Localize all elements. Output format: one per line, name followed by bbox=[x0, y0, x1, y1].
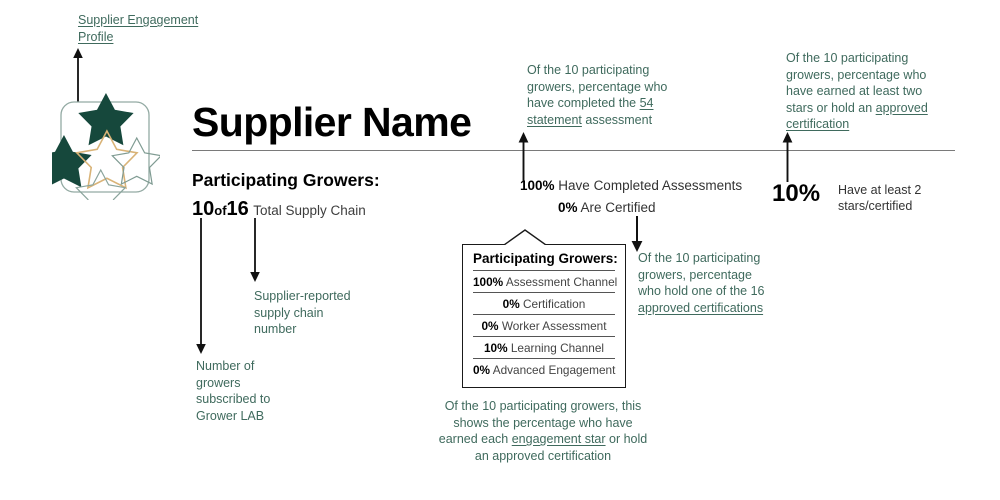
row-pct: 100% bbox=[473, 274, 504, 289]
supplier-engagement-profile-link[interactable]: Supplier Engagement Profile bbox=[78, 13, 199, 44]
approved-certification-link[interactable]: approved certification bbox=[786, 100, 928, 132]
supplier-engagement-star-badge bbox=[52, 92, 160, 200]
badge-arrow-up bbox=[73, 48, 83, 102]
participating-growers-heading: Participating Growers: bbox=[192, 170, 380, 190]
row-label: Advanced Engagement bbox=[492, 362, 616, 377]
star-left-earned bbox=[52, 134, 92, 188]
approved-certifications-link[interactable]: approved certifications bbox=[638, 300, 764, 315]
fifty-four-statement-link[interactable]: 54 statement bbox=[527, 96, 654, 127]
supply-chain-number-arrow-down bbox=[250, 218, 260, 282]
row-pct: 10% bbox=[483, 340, 508, 355]
total-supply-chain-count: 16 bbox=[226, 198, 249, 220]
star-center-highlight bbox=[75, 129, 139, 190]
two-stars-or-certified-pct: 10% bbox=[772, 180, 821, 207]
stars-note-pre: Of the 10 participating growers, percent… bbox=[786, 51, 927, 115]
two-stars-or-certified-label: Have at least 2 stars/certified bbox=[838, 182, 921, 214]
ratio-of-word: of bbox=[214, 203, 227, 218]
assessments-arrow-up bbox=[518, 132, 529, 182]
star-bottom-unearned bbox=[75, 168, 127, 200]
supply-chain-ratio: 10of16 Total Supply Chain bbox=[192, 198, 366, 221]
growers-subscribed-note: Number of growers subscribed to Grower L… bbox=[196, 359, 271, 423]
certification-annotation-note: Of the 10 participating growers, percent… bbox=[638, 250, 770, 316]
stars-arrow-up bbox=[782, 132, 793, 182]
label-line-2: stars/certified bbox=[838, 199, 913, 213]
label-line-1: Have at least 2 bbox=[838, 183, 922, 197]
table-note-pre: Of the 10 participating growers, this sh… bbox=[438, 399, 642, 446]
table-note-post: or hold an approved certification bbox=[474, 432, 648, 463]
certified-pct: 0% bbox=[558, 200, 578, 215]
growers-subscribed-arrow-down bbox=[196, 218, 206, 354]
engagement-star-link[interactable]: engagement star bbox=[511, 432, 606, 446]
row-pct: 0% bbox=[502, 296, 520, 311]
completed-assessments-pct: 100% bbox=[520, 178, 555, 193]
certification-arrow-down bbox=[631, 216, 643, 252]
total-supply-chain-label: Total Supply Chain bbox=[253, 203, 366, 218]
supply-chain-number-note: Supplier-reported supply chain number bbox=[254, 289, 351, 336]
row-label: Assessment Channel bbox=[505, 274, 618, 289]
row-label: Worker Assessment bbox=[501, 318, 607, 333]
participating-growers-breakdown-table: Participating Growers: 100% Assessment C… bbox=[462, 244, 626, 388]
table-annotation-note: Of the 10 participating growers, this sh… bbox=[437, 398, 649, 464]
completed-assessments-stat: 100% Have Completed Assessments bbox=[520, 178, 742, 193]
table-row: 0% Worker Assessment bbox=[473, 314, 615, 336]
tooltip-caret bbox=[504, 229, 546, 245]
certified-stat: 0% Are Certified bbox=[558, 200, 656, 215]
completed-assessments-label: Have Completed Assessments bbox=[558, 178, 743, 193]
certification-note-pre: Of the 10 participating growers, percent… bbox=[638, 251, 765, 298]
row-pct: 0% bbox=[473, 362, 491, 377]
table-row: 10% Learning Channel bbox=[473, 336, 615, 358]
table-row: 0% Certification bbox=[473, 292, 615, 314]
row-label: Certification bbox=[523, 296, 586, 311]
table-row: 100% Assessment Channel bbox=[473, 270, 618, 292]
assessment-annotation-note: Of the 10 participating growers, percent… bbox=[527, 62, 685, 128]
certified-label: Are Certified bbox=[580, 200, 656, 215]
assessment-note-pre: Of the 10 participating growers, percent… bbox=[527, 63, 668, 110]
title-divider bbox=[192, 150, 955, 151]
participating-growers-count: 10 bbox=[192, 198, 215, 220]
table-row: 0% Advanced Engagement bbox=[473, 358, 615, 380]
page-title: Supplier Name bbox=[192, 99, 472, 145]
stars-annotation-note: Of the 10 participating growers, percent… bbox=[786, 50, 936, 133]
table-title: Participating Growers: bbox=[473, 251, 618, 266]
star-top-earned bbox=[78, 92, 134, 146]
row-pct: 0% bbox=[481, 318, 499, 333]
row-label: Learning Channel bbox=[510, 340, 605, 355]
badge-annotation-text: Supplier Engagement Profile bbox=[78, 12, 208, 45]
participating-growers-table-wrapper: Participating Growers: 100% Assessment C… bbox=[462, 229, 626, 388]
star-right-unearned bbox=[111, 136, 160, 186]
assessment-note-post: assessment bbox=[581, 112, 653, 127]
